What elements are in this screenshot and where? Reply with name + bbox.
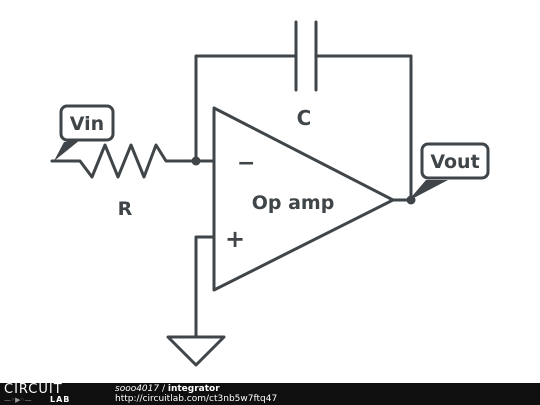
resistor-label: R xyxy=(118,198,133,220)
vout-tag-box xyxy=(420,142,490,180)
vin-tag-box xyxy=(59,104,115,142)
vin-tag-label: Vin xyxy=(70,113,104,135)
opamp-minus-sign: − xyxy=(237,151,255,176)
ground-wire xyxy=(194,235,216,339)
vout-tag-label: Vout xyxy=(430,151,479,173)
circuit-info: sooo4017 / integrator http://circuitlab.… xyxy=(115,384,277,404)
vout-tag-pointer xyxy=(408,180,448,201)
info-separator: / xyxy=(159,384,168,394)
feedback-wire-right xyxy=(314,54,413,202)
logo-circuit-icon: —◦▶◦— xyxy=(4,396,32,404)
opamp-label: Op amp xyxy=(252,192,335,214)
circuitlab-logo[interactable]: CIRCUIT —◦▶◦— LAB xyxy=(4,383,104,405)
circuit-title[interactable]: integrator xyxy=(167,384,220,394)
opamp-plus-sign: + xyxy=(225,225,245,253)
logo-wordmark-bottom: LAB xyxy=(50,395,71,404)
capacitor-label: C xyxy=(297,106,312,130)
integrator-schematic: C R − + Op amp Vin Vout xyxy=(50,20,490,367)
junction-node-inverting xyxy=(191,156,201,166)
circuit-url-link[interactable]: http://circuitlab.com/ct3nb5w7ftq47 xyxy=(115,394,278,404)
footer-bar: CIRCUIT —◦▶◦— LAB sooo4017 / integrator … xyxy=(0,383,540,405)
author-link[interactable]: sooo4017 xyxy=(115,384,160,394)
resistor-symbol xyxy=(50,143,216,179)
logo-wordmark-top: CIRCUIT xyxy=(4,382,63,397)
ground-symbol xyxy=(166,335,226,367)
opamp-triangle xyxy=(212,106,395,292)
vin-tag-pointer xyxy=(54,140,80,161)
feedback-wire-left xyxy=(194,54,298,163)
